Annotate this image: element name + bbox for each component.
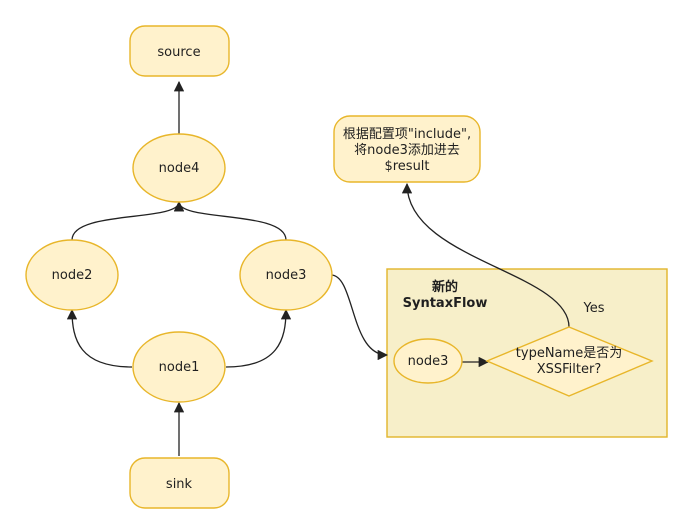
edge-label-yes: Yes (583, 301, 605, 316)
edge-node2-node4 (71, 200, 185, 241)
result-box (333, 115, 481, 183)
source-label: source (157, 45, 200, 60)
sink-node (129, 457, 230, 509)
decision-diamond (485, 326, 654, 397)
node1-label: node1 (159, 360, 200, 375)
source-node (129, 25, 230, 77)
node1-ellipse (132, 331, 226, 403)
sink-label: sink (166, 477, 193, 492)
edge-node1-node2 (66, 308, 133, 368)
edge-node3-inner-node3 (330, 274, 389, 361)
node4-label: node4 (159, 161, 200, 176)
group-title-line2: SyntaxFlow (403, 296, 488, 311)
node2-label: node2 (52, 268, 93, 283)
result-line2: 将node3添加进去 (354, 143, 460, 158)
edge-node3-node4 (173, 200, 287, 241)
inner-node3-ellipse (393, 338, 463, 384)
decision-line2: XSSFilter? (537, 362, 602, 377)
node4-ellipse (132, 133, 226, 203)
node3-label: node3 (266, 268, 307, 283)
edge-node1-node3 (225, 308, 292, 368)
decision-line1: typeName是否为 (516, 346, 622, 361)
result-line3: $result (384, 159, 429, 174)
result-line1: 根据配置项"include", (343, 127, 471, 142)
edge-decision-result (401, 182, 570, 328)
node3-ellipse (239, 239, 333, 311)
group-title-line1: 新的 (432, 279, 458, 295)
inner-node3-label: node3 (408, 354, 449, 369)
node2-ellipse (25, 239, 119, 311)
